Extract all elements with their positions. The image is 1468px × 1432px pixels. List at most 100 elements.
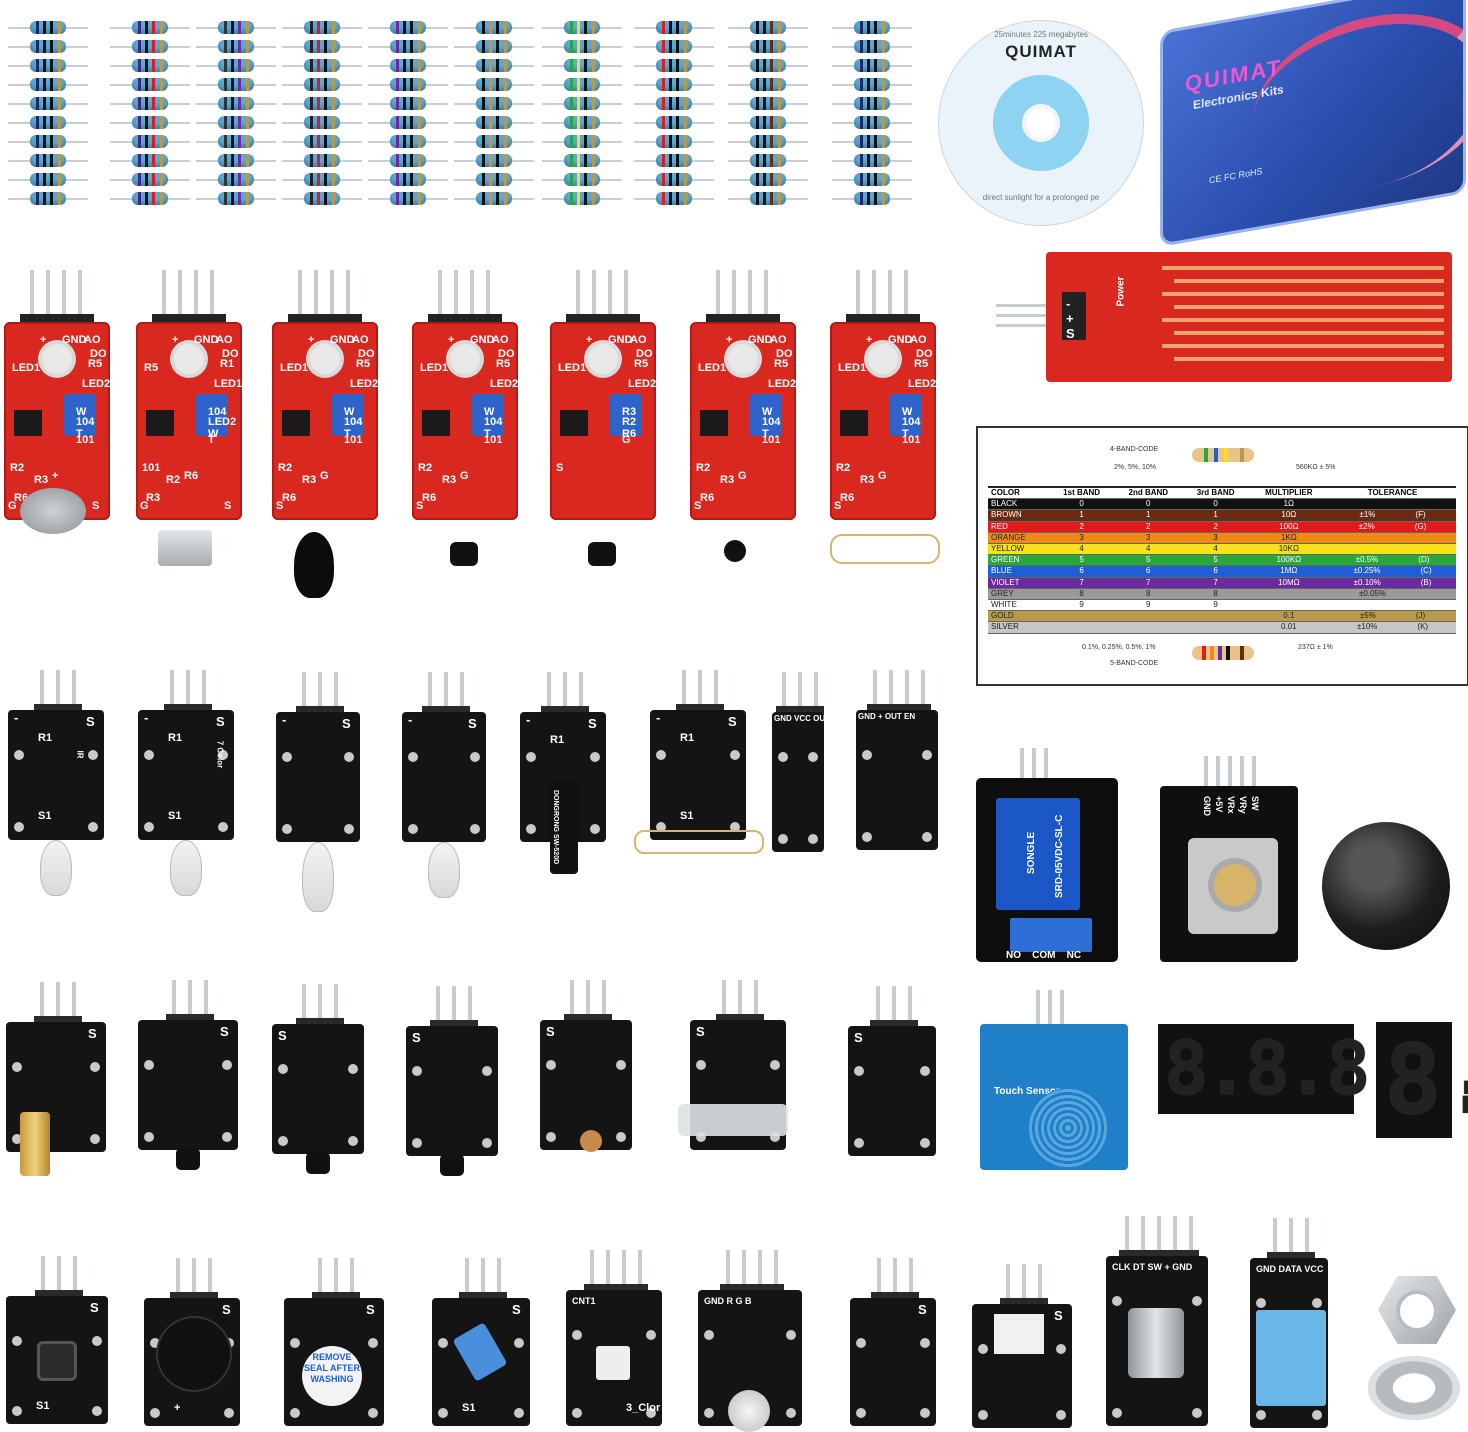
module-label: T xyxy=(208,434,215,446)
resistor-band xyxy=(577,173,580,186)
resistor-band xyxy=(570,192,573,205)
label-extra: IR xyxy=(75,750,85,759)
mount-pad xyxy=(408,824,418,834)
pin xyxy=(62,270,66,320)
resistor-band xyxy=(138,135,141,148)
mount-pad xyxy=(290,1338,300,1348)
resistor-band xyxy=(577,59,580,72)
resistor-band xyxy=(592,21,595,34)
chart-cell: ±2%(G) xyxy=(1329,521,1456,533)
resistor xyxy=(542,37,622,56)
resistor-band xyxy=(482,154,485,167)
pin xyxy=(774,1250,778,1296)
potentiometer xyxy=(750,394,782,436)
pin xyxy=(722,980,726,1026)
resistor-body xyxy=(218,78,254,91)
mount-pad xyxy=(218,822,228,832)
resistor xyxy=(542,18,622,37)
mount-pad xyxy=(218,750,228,760)
module-label: W xyxy=(484,406,495,418)
resistor-column xyxy=(454,18,534,208)
module-label: T xyxy=(762,428,769,440)
resistor-band xyxy=(418,173,421,186)
pin xyxy=(905,670,909,716)
resistor xyxy=(454,170,534,189)
chart-cell: BLACK xyxy=(988,498,1050,511)
mount-pad xyxy=(14,822,24,832)
chart-cell: YELLOW xyxy=(988,543,1050,556)
tolerance-code: (J) xyxy=(1415,611,1426,621)
resistor-body xyxy=(854,21,890,34)
resistor-band xyxy=(58,135,61,148)
resistor-body xyxy=(564,21,600,34)
mount-pad xyxy=(978,1344,988,1354)
resistor-band xyxy=(662,173,665,186)
resistor-body xyxy=(476,135,512,148)
resistor-band xyxy=(489,173,492,186)
module-label: LED2 xyxy=(628,378,657,390)
mount-pad xyxy=(730,822,740,832)
resistor xyxy=(542,56,622,75)
mount-pad xyxy=(862,832,872,842)
module-label: W xyxy=(76,406,87,418)
chart-cell: 6 xyxy=(1182,565,1249,578)
pin xyxy=(314,270,318,320)
resistor-band xyxy=(418,59,421,72)
resistor-body xyxy=(564,116,600,129)
module-label: + xyxy=(308,334,315,346)
resistor-body xyxy=(30,116,66,129)
chart-cell: 0 xyxy=(1049,498,1114,511)
mount-pad xyxy=(730,750,740,760)
resistor xyxy=(368,151,448,170)
label-bottom: S1 xyxy=(462,1402,476,1414)
module-label: GND xyxy=(748,334,773,346)
mount-pad xyxy=(368,1408,378,1418)
cd-bottom-text: direct sunlight for a prolonged pe xyxy=(982,193,1100,202)
resistor-band xyxy=(778,135,781,148)
module-label: S xyxy=(694,500,702,512)
resistor xyxy=(8,56,88,75)
pin xyxy=(606,1250,610,1296)
touch-sensor-module: Touch Sensor xyxy=(980,1024,1128,1170)
mount-pad xyxy=(856,1338,866,1348)
sensor-element xyxy=(588,542,616,566)
resistor-band xyxy=(231,154,234,167)
resistor-band xyxy=(246,97,249,110)
sensor-trace xyxy=(1174,279,1444,283)
mount-pad xyxy=(88,750,98,760)
resistor-body xyxy=(476,97,512,110)
resistor-band xyxy=(874,192,877,205)
pin xyxy=(172,980,176,1026)
resistor-band xyxy=(238,97,241,110)
chart-cell: 1 xyxy=(1182,509,1249,522)
resistor-band xyxy=(684,78,687,91)
resistor-band xyxy=(570,154,573,167)
resistor-band xyxy=(778,192,781,205)
resistor xyxy=(282,75,362,94)
resistor-body xyxy=(30,78,66,91)
module-label: G xyxy=(320,470,329,482)
resistor-band xyxy=(403,78,406,91)
chart-cell: 10Ω xyxy=(1248,509,1330,522)
five-band-left: 0.1%, 0.25%, 0.5%, 1% xyxy=(1082,644,1156,651)
chart-cell: RED xyxy=(988,521,1050,533)
resistor-band xyxy=(489,192,492,205)
pin xyxy=(563,672,567,718)
resistor-band xyxy=(482,192,485,205)
comparator-ic xyxy=(700,410,728,436)
resistor-band xyxy=(231,78,234,91)
pin xyxy=(909,1258,913,1304)
resistor xyxy=(542,132,622,151)
pin xyxy=(162,270,166,320)
resistor-band xyxy=(577,135,580,148)
resistor-band xyxy=(756,116,759,129)
resistor-band xyxy=(489,154,492,167)
module-pins xyxy=(576,270,630,326)
resistor-body xyxy=(30,40,66,53)
resistor xyxy=(728,132,808,151)
chart-cell: 1MΩ xyxy=(1248,565,1330,578)
resistor-body xyxy=(656,40,692,53)
